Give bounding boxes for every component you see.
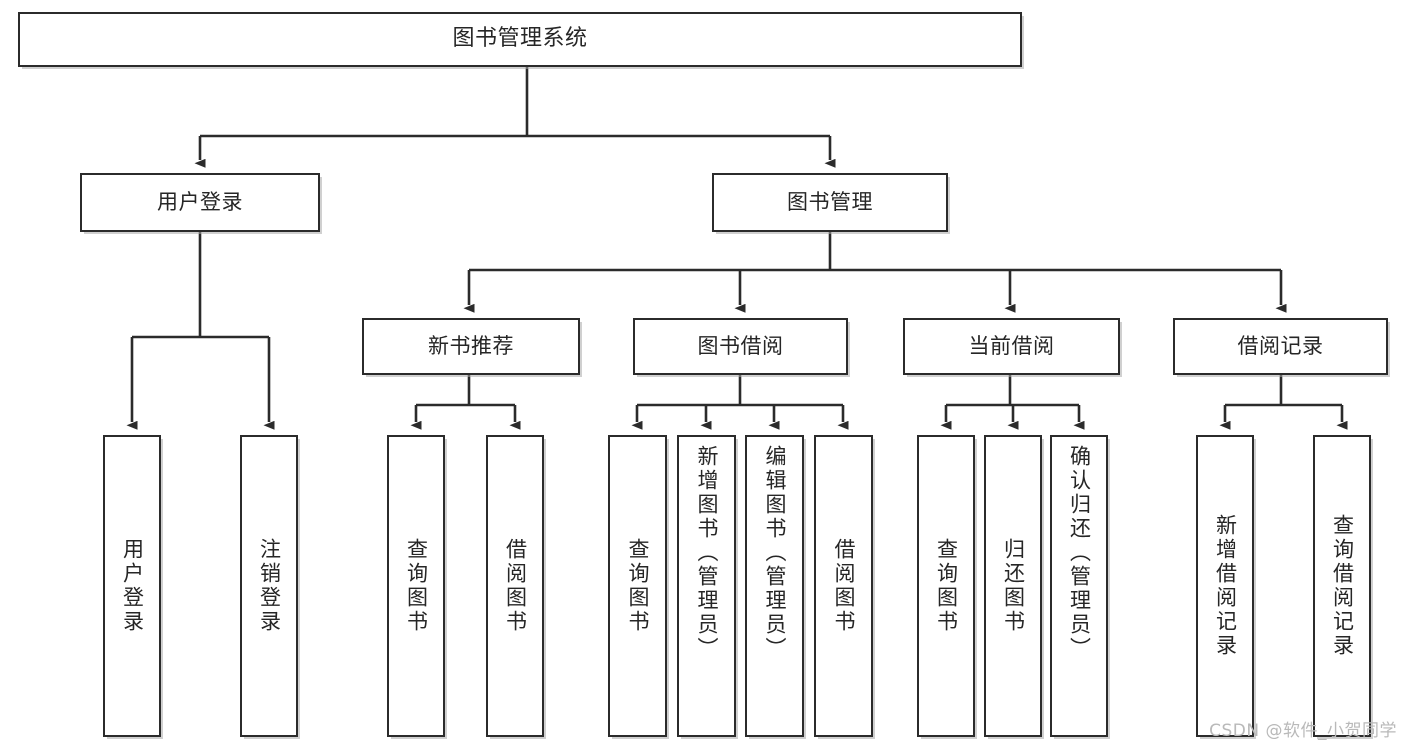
- leaf-logout-label: 注销登录: [257, 538, 282, 634]
- leaf-add-book-label: 新增图书（管理员）: [695, 445, 719, 661]
- node-current-borrow-label: 当前借阅: [968, 333, 1055, 358]
- leaf-query-book[interactable]: 查询图书: [608, 435, 667, 737]
- leaf-return-book[interactable]: 归还图书: [984, 435, 1042, 737]
- node-borrow-record[interactable]: 借阅记录: [1173, 318, 1388, 375]
- leaf-add-record[interactable]: 新增借阅记录: [1196, 435, 1254, 737]
- node-current-borrow[interactable]: 当前借阅: [903, 318, 1120, 375]
- leaf-query-book-label: 查询图书: [626, 538, 650, 634]
- leaf-query-book-cur[interactable]: 查询图书: [917, 435, 975, 737]
- leaf-edit-book[interactable]: 编辑图书（管理员）: [745, 435, 804, 737]
- leaf-query-book-cur-label: 查询图书: [934, 538, 959, 634]
- node-new-book-rec[interactable]: 新书推荐: [362, 318, 580, 375]
- leaf-user-login-label: 用户登录: [120, 538, 145, 634]
- node-book-manage[interactable]: 图书管理: [712, 173, 948, 232]
- node-new-book-rec-label: 新书推荐: [428, 333, 514, 358]
- leaf-user-login[interactable]: 用户登录: [103, 435, 161, 737]
- leaf-return-book-label: 归还图书: [1001, 538, 1026, 634]
- leaf-confirm-return[interactable]: 确认归还（管理员）: [1050, 435, 1108, 737]
- csdn-watermark: CSDN @软件_小贺同学: [1209, 721, 1397, 741]
- leaf-query-book-rec-label: 查询图书: [404, 538, 429, 634]
- node-user-login-label: 用户登录: [157, 189, 243, 214]
- leaf-borrow-book-label: 借阅图书: [832, 538, 856, 634]
- node-book-borrow-label: 图书借阅: [697, 333, 784, 358]
- leaf-confirm-return-label: 确认归还（管理员）: [1067, 445, 1092, 661]
- leaf-borrow-book[interactable]: 借阅图书: [814, 435, 873, 737]
- leaf-logout[interactable]: 注销登录: [240, 435, 298, 737]
- leaf-borrow-book-rec[interactable]: 借阅图书: [486, 435, 544, 737]
- node-root[interactable]: 图书管理系统: [18, 12, 1022, 67]
- leaf-add-book[interactable]: 新增图书（管理员）: [677, 435, 736, 737]
- leaf-borrow-book-rec-label: 借阅图书: [503, 538, 528, 634]
- node-book-borrow[interactable]: 图书借阅: [633, 318, 848, 375]
- leaf-add-record-label: 新增借阅记录: [1213, 514, 1238, 658]
- node-user-login[interactable]: 用户登录: [80, 173, 320, 232]
- leaf-query-book-rec[interactable]: 查询图书: [387, 435, 445, 737]
- leaf-edit-book-label: 编辑图书（管理员）: [763, 445, 787, 661]
- leaf-query-record[interactable]: 查询借阅记录: [1313, 435, 1371, 737]
- node-root-label: 图书管理系统: [452, 26, 588, 52]
- node-borrow-record-label: 借阅记录: [1237, 333, 1324, 358]
- node-book-manage-label: 图书管理: [787, 189, 873, 214]
- leaf-query-record-label: 查询借阅记录: [1330, 514, 1355, 658]
